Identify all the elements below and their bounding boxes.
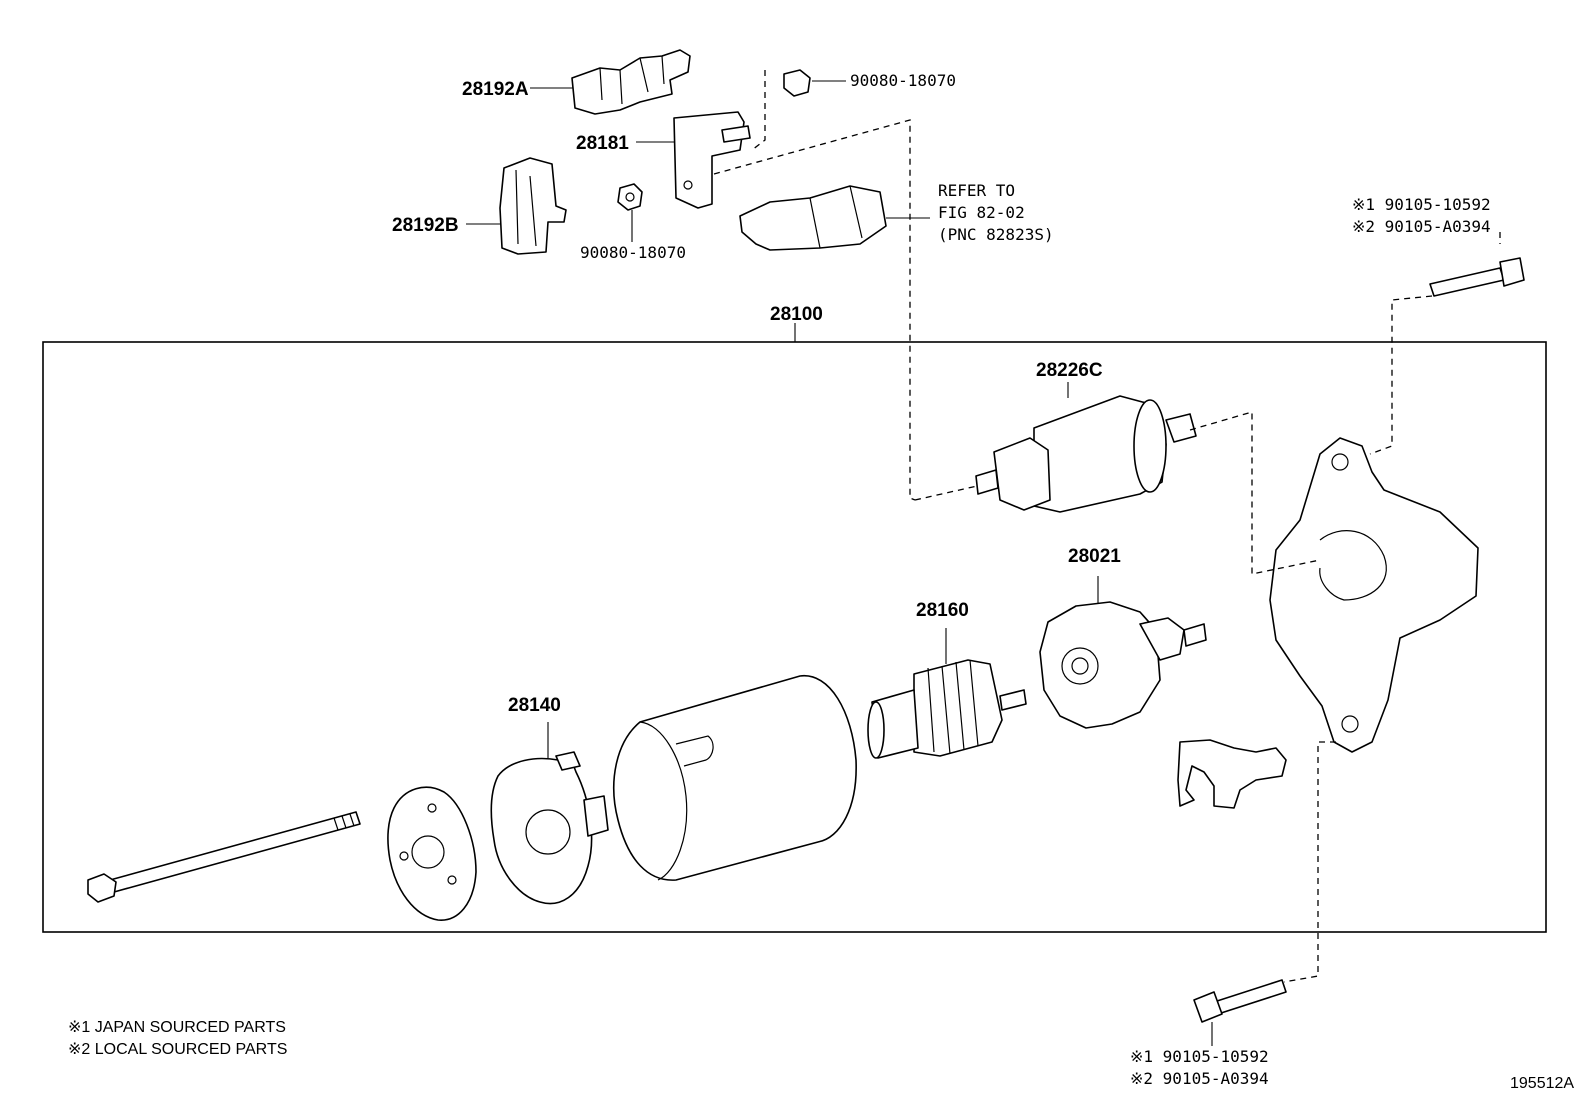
- lead-wire-boot-icon: [739, 185, 887, 251]
- note-japan-sourced: ※1 JAPAN SOURCED PARTS: [68, 1019, 286, 1036]
- drive-housing-icon: [1269, 437, 1479, 753]
- refer-line-1: REFER TO: [938, 181, 1015, 200]
- label-bolt-top-2: ※2 90105-A0394: [1352, 217, 1491, 236]
- bracket-28192A-icon: [571, 49, 691, 115]
- refer-line-2: FIG 82-02: [938, 203, 1025, 222]
- solenoid-28226C-icon: [975, 395, 1197, 513]
- label-28100: 28100: [770, 304, 823, 325]
- cover-28192B-icon: [499, 157, 567, 255]
- label-28160: 28160: [916, 600, 969, 621]
- nut-90080-mid-icon: [617, 183, 643, 211]
- figure-id: 195512A: [1510, 1075, 1574, 1092]
- label-28140: 28140: [508, 695, 561, 716]
- nut-90080-top-icon: [783, 69, 811, 97]
- brush-holder-28021-icon: [1039, 601, 1207, 729]
- label-bolt-bottom-1: ※1 90105-10592: [1130, 1047, 1269, 1066]
- label-28021: 28021: [1068, 546, 1121, 567]
- cover-plate-icon: [387, 786, 477, 921]
- yoke-icon: [612, 675, 857, 881]
- label-bolt-top-1: ※1 90105-10592: [1352, 195, 1491, 214]
- label-bolt-bottom-2: ※2 90105-A0394: [1130, 1069, 1269, 1088]
- armature-28160-icon: [867, 659, 1027, 759]
- through-bolt-icon: [87, 811, 361, 903]
- label-nut-top: 90080-18070: [850, 71, 956, 90]
- shift-fork-icon: [1177, 739, 1287, 809]
- terminal-plate-28181-icon: [673, 111, 751, 209]
- label-28192B: 28192B: [392, 215, 459, 236]
- label-28226C: 28226C: [1036, 360, 1103, 381]
- label-28181: 28181: [576, 133, 629, 154]
- note-local-sourced: ※2 LOCAL SOURCED PARTS: [68, 1041, 287, 1058]
- bolt-bottom-icon: [1193, 979, 1287, 1023]
- bolt-top-icon: [1429, 257, 1525, 297]
- label-nut-mid: 90080-18070: [580, 243, 686, 262]
- end-frame-28140-icon: [490, 751, 609, 905]
- refer-line-3: (PNC 82823S): [938, 225, 1054, 244]
- label-28192A: 28192A: [462, 79, 529, 100]
